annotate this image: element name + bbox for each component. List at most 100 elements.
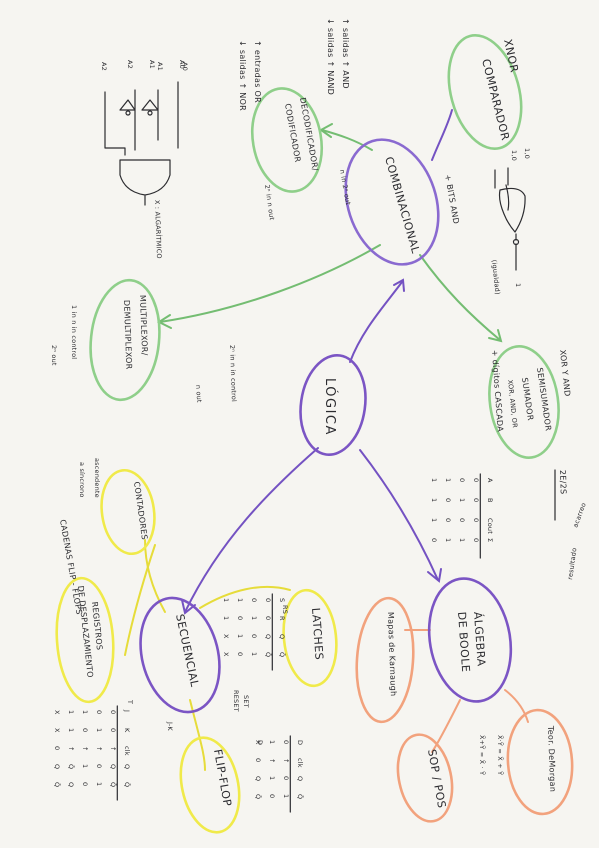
table-cell: 0 (95, 710, 103, 714)
decoder-logic-sketch (104, 81, 179, 206)
node-sop-outline (396, 733, 454, 823)
note-dec-c: ↑ entradas OR (253, 40, 262, 103)
table-cell: 0 (264, 616, 272, 620)
note-reset: RESET (232, 690, 240, 712)
table-cell: X (222, 634, 230, 639)
table-header-cell: clk (123, 746, 131, 756)
label-contadores: CONTADORES (132, 481, 149, 540)
table-cell: 0 (254, 758, 262, 762)
table-cell: 1 (67, 710, 75, 714)
arrow-head (181, 599, 196, 615)
note-cmp-in: 1,0 (523, 148, 531, 159)
arrow-comb-multiplexor (159, 244, 381, 323)
table-cell: 0 (81, 728, 89, 732)
table-cell: 0 (95, 764, 103, 768)
table-cell: 1 (95, 782, 103, 786)
table-cell: X (222, 652, 230, 657)
note-demorgan-a: X̄·Ȳ = X̄ + Ȳ (496, 735, 505, 775)
label-logica: LÓGICA (322, 378, 338, 436)
table-cell: 1 (250, 616, 258, 620)
table-cell: Q̄ (53, 782, 62, 787)
table-cell: 0 (264, 598, 272, 602)
table-cell: 1 (458, 538, 466, 542)
table-cell: X (53, 728, 61, 733)
label-multiplexor-2: DEMULTIPLEXOR (122, 300, 133, 370)
arrow-algebra-sop (431, 699, 461, 753)
table-cell: Q̄ (254, 794, 263, 799)
table-cell: 0 (444, 498, 452, 502)
table-cell: 0 (53, 746, 61, 750)
table-cell: 0 (472, 538, 480, 542)
table-cell: 1 (236, 598, 244, 602)
table-cell: 0 (458, 478, 466, 482)
arrow-logica-secuencial (184, 447, 319, 613)
node-contadores-outline (100, 468, 156, 556)
table-cell: 1 (430, 518, 438, 522)
table-cell: 0 (472, 498, 480, 502)
arrow-head (427, 568, 442, 583)
note-asc: ascendente (93, 458, 101, 498)
table-cell: 0 (109, 710, 117, 714)
note-cmp-in2: 1,0 (510, 150, 518, 161)
label-comparador: COMPARADOR (479, 58, 512, 142)
table-cell: 0 (430, 538, 438, 542)
label-multiplexor-1: MULTIPLEXOR/ (138, 295, 149, 356)
note-igualdad: (igualdad) (490, 259, 502, 295)
label-xnor: XNOR (501, 38, 521, 74)
table-cell: ↑ (95, 746, 103, 752)
note-demorgan-b: X̄+Ȳ = X̄ · Ȳ (478, 735, 487, 775)
node-demorgan-outline (506, 708, 574, 816)
xnor-gate-bubble (512, 238, 520, 246)
note-cmp-out: 1 (514, 283, 522, 287)
note-d: D (256, 740, 264, 745)
table-cell: ↑ (67, 746, 75, 752)
node-flipflop-outline (179, 736, 241, 834)
table-header-cell: R (278, 616, 286, 621)
table-header-cell: Σ (486, 538, 494, 542)
table-header-cell: Q (296, 776, 304, 781)
note-dec-b: ↓ salidas ↑ NAND (326, 18, 335, 95)
node-semisumador-outline (488, 345, 560, 459)
table-cell: Q (67, 782, 75, 787)
table-header-cell: K (123, 728, 131, 733)
table-header-cell: Cout (486, 518, 494, 534)
table-cell: Q̄ (264, 652, 273, 657)
table-cell: 1 (444, 538, 452, 542)
arrow-sec-latches (199, 585, 291, 609)
table-header-cell: A (486, 478, 494, 483)
note-resultado: resultado (566, 547, 578, 580)
table-cell: 1 (430, 498, 438, 502)
table-header-cell: S (278, 598, 286, 602)
arrow-comb-semisumador (419, 254, 501, 341)
table-header-cell: J (123, 709, 131, 712)
table-cell: 1 (81, 710, 89, 714)
note-asc2: a síncrono (78, 462, 86, 498)
table-cell: X (254, 740, 262, 745)
note-mux-d: 2ⁿ out (50, 345, 58, 366)
note-a0b: A0 (181, 62, 189, 71)
table-cell: Q̄ (67, 764, 76, 769)
node-decodificador-outline (251, 87, 323, 193)
node-latches-outline (282, 588, 338, 688)
node-combinacional-outline (344, 138, 440, 266)
note-xor-and: XOR Y AND (558, 349, 572, 397)
label-semisumador-1: SEMISUMADOR (535, 367, 553, 432)
decoder-not-bubble (125, 110, 131, 116)
label-secuencial: SECUENCIAL (173, 613, 201, 689)
node-karnaugh-outline (355, 596, 415, 724)
arrow-head (393, 278, 405, 292)
note-t: T (126, 699, 134, 704)
table-header-cell: D (296, 740, 304, 745)
table-cell: 1 (268, 740, 276, 744)
table-cell: Q (264, 634, 272, 639)
decoder-not-bubble (147, 110, 153, 116)
table-header-cell: clk (296, 758, 304, 768)
table-cell: 1 (67, 728, 75, 732)
table-header-cell: B (486, 498, 494, 503)
arrow-comb-comparador (431, 109, 453, 161)
label-latches: LATCHES (309, 607, 326, 660)
